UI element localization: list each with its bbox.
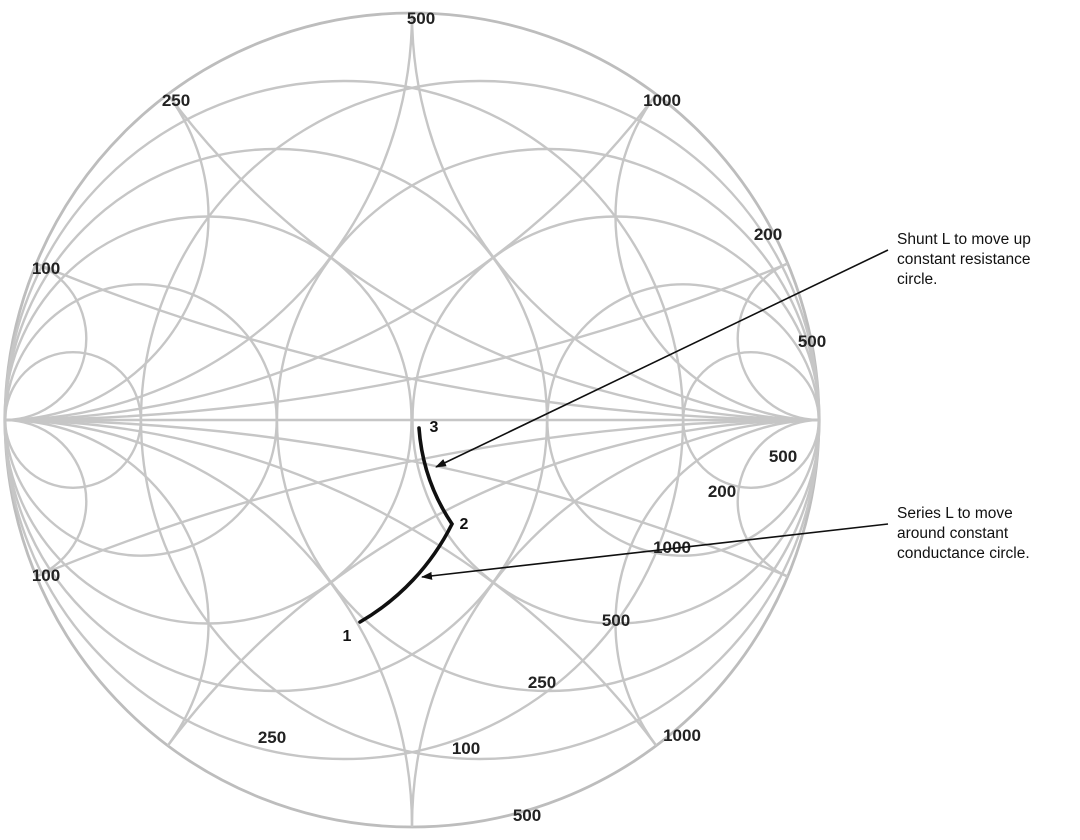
tick-label: 500 (407, 9, 435, 28)
annotation-shunt: Shunt L to move up constant resistance c… (897, 231, 1031, 288)
tick-labels: 500 250 1000 200 100 500 500 200 1000 10… (32, 9, 826, 825)
tick-label: 200 (708, 482, 736, 501)
annotation-series-line2: around constant (897, 525, 1009, 542)
tick-label: 100 (32, 259, 60, 278)
tick-label: 500 (602, 611, 630, 630)
tick-label: 1000 (663, 726, 701, 745)
smith-chart-grid (3, 11, 821, 829)
annotation-series: Series L to move around constant conduct… (897, 505, 1030, 562)
annotation-series-line1: Series L to move (897, 505, 1013, 522)
shunt-arrow (435, 249, 889, 468)
tick-label: 500 (798, 332, 826, 351)
annotation-series-line3: conductance circle. (897, 545, 1030, 562)
annotation-shunt-line2: constant resistance (897, 251, 1031, 268)
tick-label: 250 (258, 728, 286, 747)
annotation-shunt-line3: circle. (897, 271, 937, 288)
tick-label: 200 (754, 225, 782, 244)
point-label-2: 2 (460, 516, 469, 533)
tick-label: 1000 (643, 91, 681, 110)
point-label-3: 3 (430, 419, 439, 436)
point-label-1: 1 (343, 628, 352, 645)
tick-label: 500 (769, 447, 797, 466)
tick-label: 100 (452, 739, 480, 758)
tick-label: 100 (32, 566, 60, 585)
tick-label: 1000 (653, 538, 691, 557)
impedance-match-path (358, 426, 455, 624)
point-labels: 3 2 1 (343, 419, 469, 645)
annotation-shunt-line1: Shunt L to move up (897, 231, 1031, 248)
tick-label: 250 (162, 91, 190, 110)
callout-arrows (421, 249, 889, 580)
tick-label: 500 (513, 806, 541, 825)
series-arrow (421, 523, 889, 580)
tick-label: 250 (528, 673, 556, 692)
